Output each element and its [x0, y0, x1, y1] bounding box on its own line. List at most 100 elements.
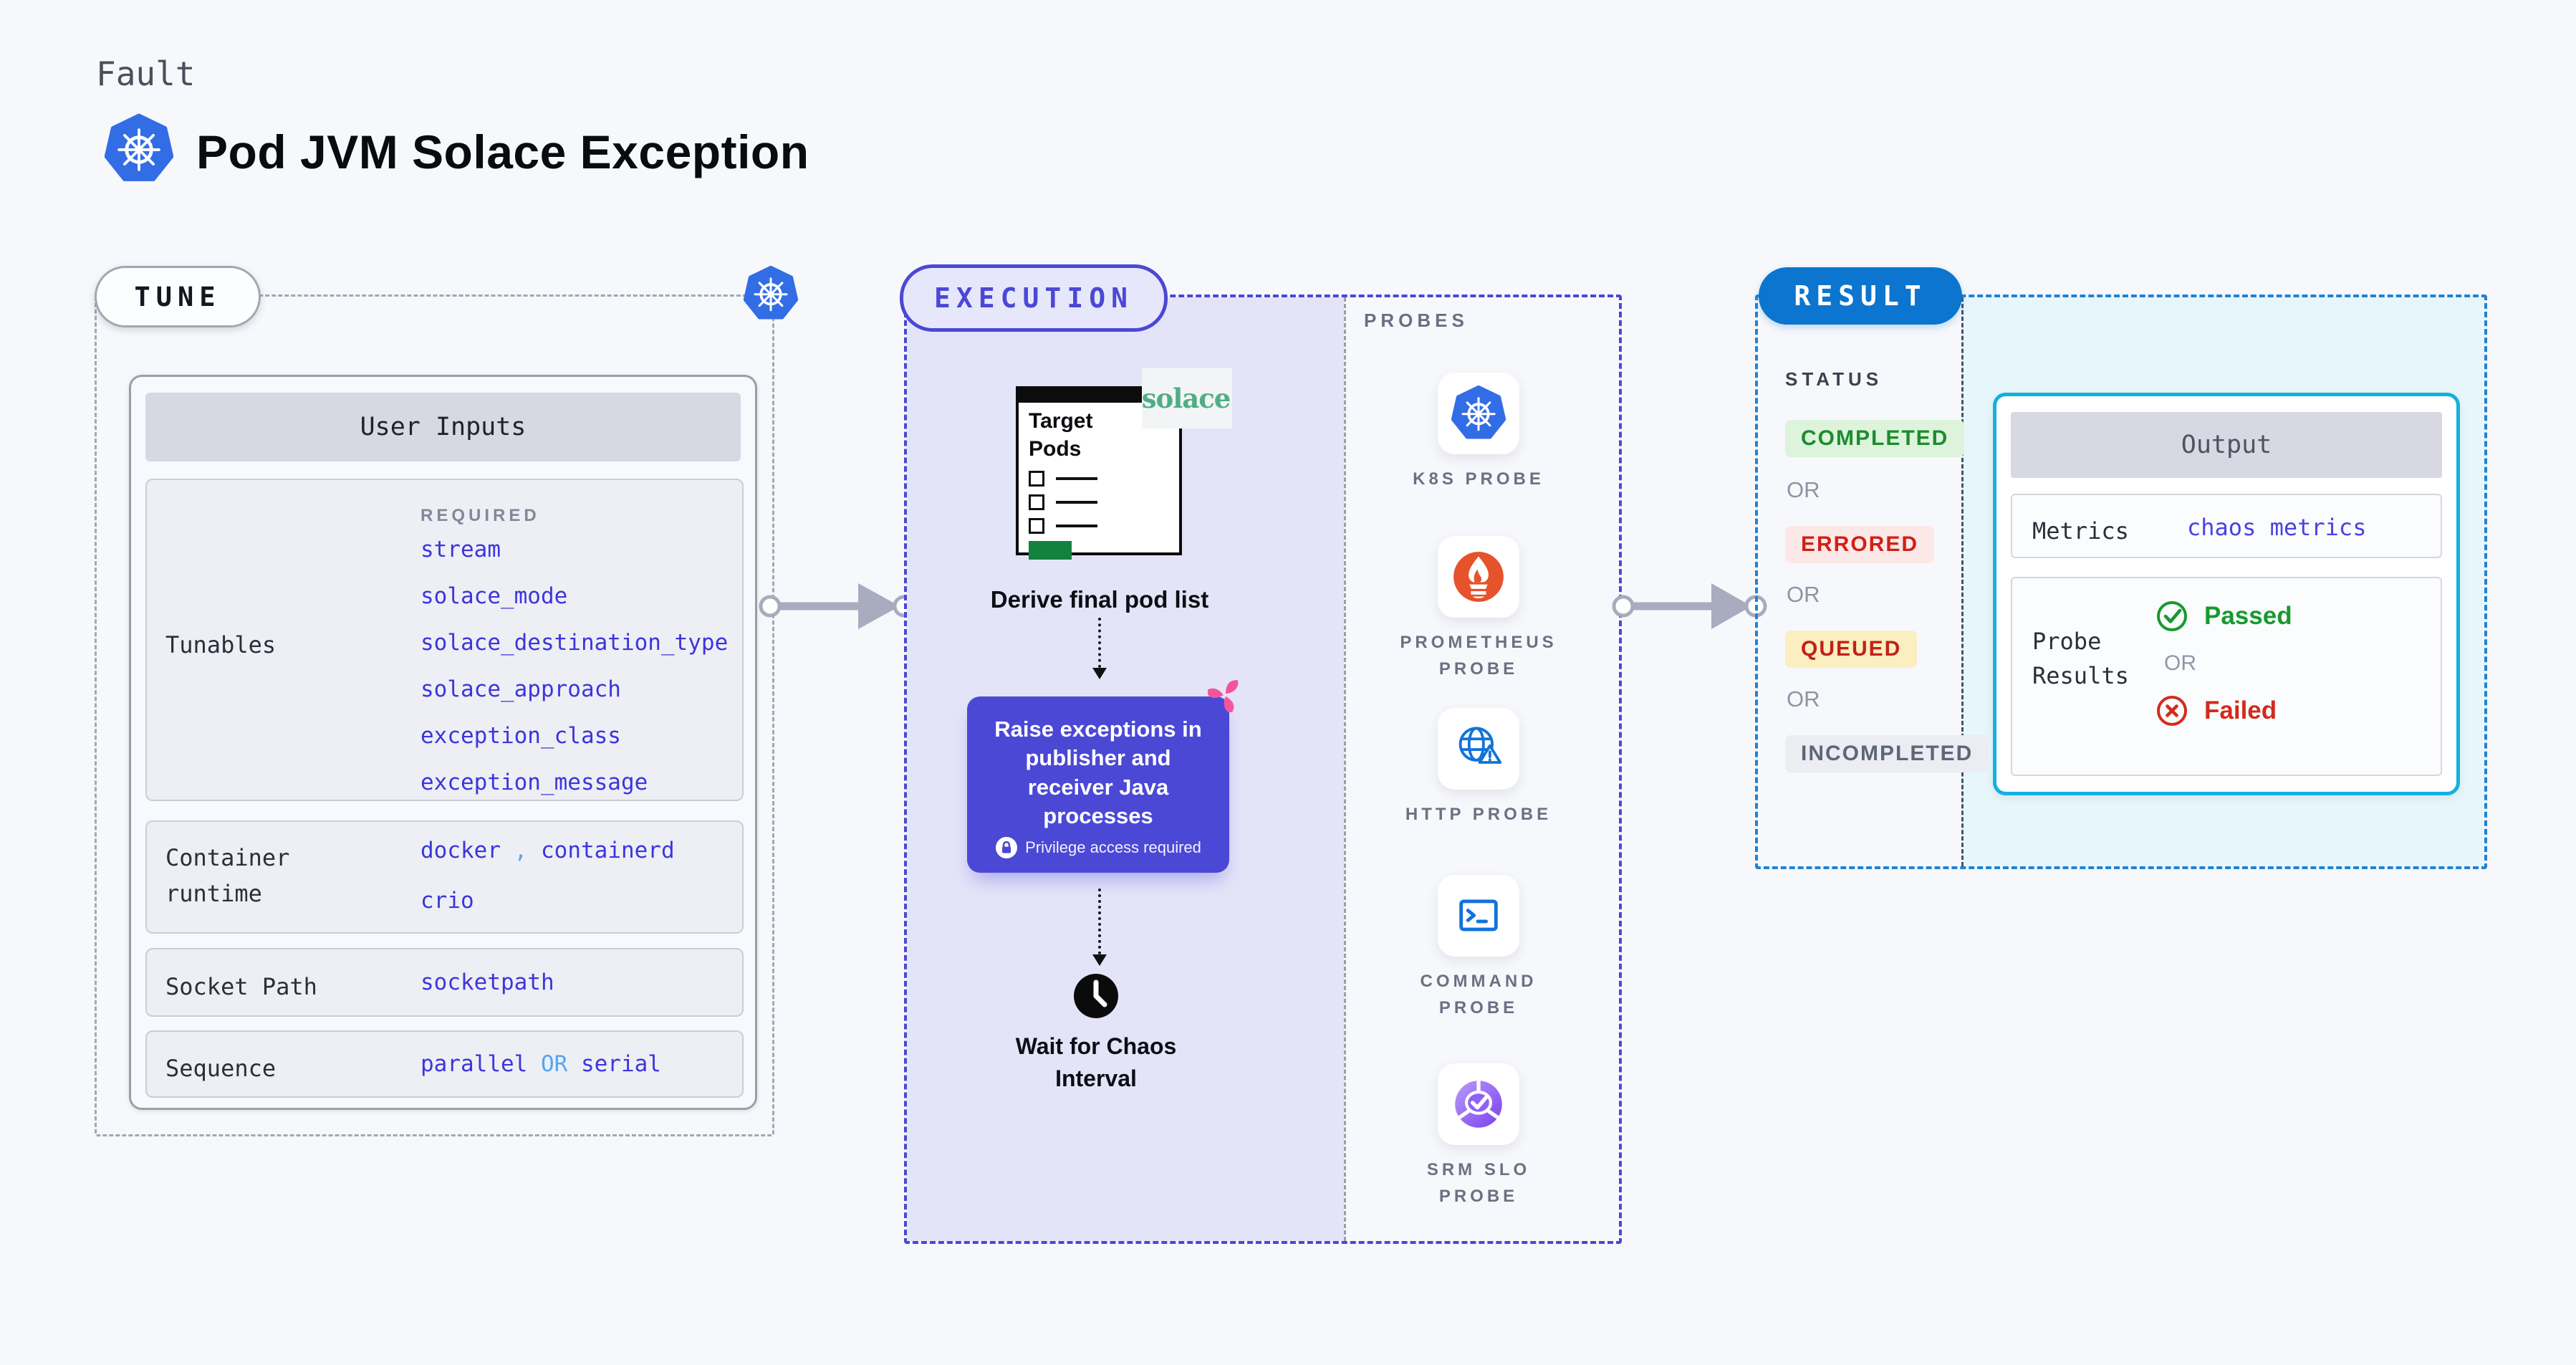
- runtime-crio: crio: [420, 888, 474, 914]
- sequence-parallel: parallel: [420, 1051, 528, 1077]
- user-inputs-header: User Inputs: [145, 393, 741, 461]
- page-title: Pod JVM Solace Exception: [196, 125, 809, 178]
- runtime-containerd: containerd: [541, 838, 675, 863]
- probe-card-http: [1438, 708, 1519, 790]
- solace-logo-text: solace: [1141, 383, 1231, 414]
- socket-path-value: socketpath: [420, 969, 554, 995]
- container-runtime-row: Container runtime docker , containerd cr…: [145, 820, 744, 934]
- status-or: OR: [1787, 686, 1820, 712]
- probe-card-command: [1438, 875, 1519, 957]
- metrics-label: Metrics: [2032, 517, 2129, 545]
- arrowhead: [1092, 954, 1107, 966]
- dotted-line: [1098, 618, 1101, 668]
- target-pods-titlebar: [1016, 386, 1182, 403]
- status-or: OR: [1787, 582, 1820, 607]
- solace-logo: solace: [1142, 368, 1232, 428]
- prometheus-icon: [1453, 552, 1504, 602]
- tunable-value: solace_destination_type: [420, 630, 729, 656]
- tune-badge: TUNE: [95, 266, 261, 327]
- pod-list-item: [1029, 518, 1179, 534]
- dotted-arrow-down: [1092, 618, 1107, 679]
- output-or: OR: [2164, 651, 2196, 675]
- target-pods-button: [1029, 541, 1072, 560]
- probe-label-k8s: K8S PROBE: [1413, 469, 1544, 489]
- step-derive-pod-list: Derive final pod list: [990, 586, 1209, 613]
- kubernetes-icon: [105, 113, 173, 181]
- arrowhead: [1092, 668, 1107, 679]
- tunable-value: solace_approach: [420, 676, 621, 703]
- privilege-note: Privilege access required: [967, 836, 1229, 859]
- probes-divider: [1344, 297, 1346, 1241]
- tunables-label: Tunables: [165, 631, 277, 658]
- chaos-pinwheel-icon: [1208, 680, 1239, 712]
- metrics-value: chaos metrics: [2187, 514, 2367, 541]
- status-badge-completed: COMPLETED: [1785, 420, 1965, 457]
- probe-card-srm-slo: [1438, 1063, 1519, 1145]
- passed-label: Passed: [2204, 602, 2292, 630]
- chaos-action-box: Raise exceptions in publisher and receiv…: [967, 696, 1229, 873]
- pod-line: [1056, 477, 1097, 480]
- tunable-value: exception_class: [420, 723, 621, 749]
- checkbox-icon: [1029, 494, 1044, 510]
- tunable-value: stream: [420, 537, 501, 562]
- failed-label: Failed: [2204, 696, 2277, 724]
- status-divider: [1961, 297, 1964, 866]
- sequence-value: parallel OR serial: [420, 1051, 661, 1077]
- container-runtime-label: Container runtime: [165, 844, 290, 907]
- tunable-value: exception_message: [420, 770, 648, 796]
- status-badge-errored: ERRORED: [1785, 526, 1935, 563]
- user-inputs-card: User Inputs Tunables REQUIRED stream sol…: [129, 375, 757, 1110]
- kubernetes-icon: [744, 265, 798, 320]
- terminal-icon: [1459, 899, 1498, 931]
- flow-arrow: [759, 583, 915, 629]
- check-circle-icon: [2157, 601, 2187, 631]
- privilege-note-text: Privilege access required: [1025, 838, 1201, 857]
- runtime-separator: ,: [514, 838, 528, 863]
- sequence-row: Sequence parallel OR serial: [145, 1030, 744, 1098]
- pod-list-item: [1029, 494, 1179, 510]
- lock-icon: [996, 837, 1018, 859]
- slo-pie-check-icon: [1455, 1081, 1502, 1128]
- tune-panel: [95, 294, 774, 1136]
- required-label: REQUIRED: [420, 506, 540, 525]
- chaos-action-text: Raise exceptions in publisher and receiv…: [994, 717, 1202, 828]
- step-wait-chaos-interval: Wait for Chaos Interval: [1015, 1033, 1177, 1091]
- status-badge-incompleted: INCOMPLETED: [1785, 735, 1989, 772]
- tunables-list: stream solace_mode solace_destination_ty…: [420, 537, 728, 818]
- probe-label-srm-slo: SRM SLO PROBE: [1426, 1160, 1531, 1207]
- execution-badge: EXECUTION: [900, 264, 1168, 332]
- container-runtime-values: docker , containerd: [420, 838, 675, 863]
- pod-line: [1056, 501, 1097, 504]
- socket-path-row: Socket Path socketpath: [145, 948, 744, 1017]
- socket-path-label: Socket Path: [165, 973, 317, 1000]
- dotted-line: [1098, 889, 1101, 954]
- failed-row: Failed: [2156, 694, 2292, 727]
- sequence-label: Sequence: [165, 1055, 277, 1082]
- status-title: STATUS: [1785, 368, 1883, 390]
- metrics-row: Metrics chaos metrics: [2011, 494, 2442, 558]
- pod-line: [1056, 525, 1097, 527]
- output-header: Output: [2011, 412, 2442, 478]
- result-badge: RESULT: [1759, 267, 1962, 325]
- probe-card-k8s: [1438, 373, 1519, 454]
- kubernetes-icon: [1451, 385, 1506, 439]
- dotted-arrow-down: [1092, 889, 1107, 966]
- sequence-serial: serial: [580, 1051, 661, 1077]
- probe-card-prometheus: [1438, 536, 1519, 618]
- output-card: Output Metrics chaos metrics Probe Resul…: [1993, 393, 2460, 795]
- probe-results-row: Probe Results Passed OR Faile: [2011, 577, 2442, 776]
- sequence-or: OR: [540, 1051, 568, 1077]
- probe-label-prometheus: PROMETHEUS PROBE: [1400, 633, 1557, 679]
- fault-eyebrow: Fault: [96, 54, 196, 93]
- checkbox-icon: [1029, 471, 1044, 487]
- tunable-value: solace_mode: [420, 583, 568, 610]
- probe-results-values: Passed OR Failed: [2156, 600, 2292, 727]
- target-pods-title: Target Pods: [1029, 409, 1093, 461]
- flow-arrow: [1612, 583, 1767, 629]
- checkbox-icon: [1029, 518, 1044, 534]
- http-globe-warning-icon: [1458, 727, 1502, 764]
- probe-label-http: HTTP PROBE: [1405, 805, 1552, 824]
- runtime-docker: docker: [420, 838, 501, 863]
- clock-icon: [1074, 974, 1118, 1018]
